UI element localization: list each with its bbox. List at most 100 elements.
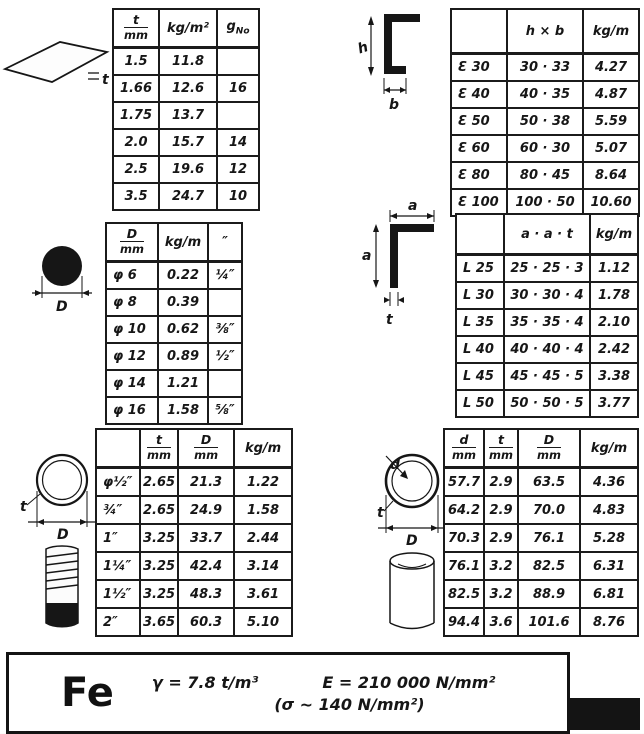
- header-weight: kg/m: [582, 8, 640, 55]
- table-cell: 1.22: [233, 466, 294, 497]
- pipe-inner-circle: [41, 459, 83, 501]
- table-cell: L 25: [455, 253, 505, 283]
- header-dimensions: h × b: [506, 8, 584, 55]
- table-cell: 1.58: [233, 495, 294, 525]
- header-gauge: gNo: [216, 8, 260, 49]
- table-cell: L 45: [455, 362, 505, 391]
- table-cell: 11.8: [158, 46, 218, 76]
- table-cell: 63.5: [517, 466, 581, 497]
- table-cell: 4.27: [582, 52, 640, 82]
- threaded-pipe-sketch: t D: [20, 453, 96, 628]
- table-cell: 2.9: [483, 466, 519, 497]
- table-cell: 3.65: [138, 607, 180, 637]
- header-row: a · a · t kg/m: [455, 213, 639, 256]
- table-cell: 10: [216, 182, 260, 211]
- table-cell: 21.3: [177, 466, 236, 497]
- table-cell: 76.1: [443, 551, 485, 581]
- table-cell: 35 · 35 · 4: [503, 308, 591, 337]
- table-cell: 70.0: [517, 495, 581, 525]
- angle-thickness-label: t: [386, 312, 394, 328]
- table-cell: φ½″: [95, 466, 141, 497]
- table-cell: Ɛ 100: [450, 188, 508, 217]
- table-cell: 12: [216, 155, 260, 184]
- table-cell: 2.5: [112, 155, 160, 184]
- table-cell: 3.77: [589, 389, 639, 418]
- round-diameter-label: D: [56, 299, 68, 314]
- table-cell: 3.25: [138, 523, 180, 553]
- table-cell: 0.89: [157, 342, 209, 371]
- modulus-formula: E = 210 000 N/mm²: [322, 672, 496, 692]
- table-cell: L 50: [455, 389, 505, 418]
- table-cell: 16: [216, 74, 260, 103]
- table-cell: 100 · 50: [506, 188, 584, 217]
- pipe-inner-diameter-label: d: [390, 457, 401, 473]
- table-cell: ⅜″: [207, 315, 243, 344]
- table-cell: 19.6: [158, 155, 218, 184]
- table-cell: 1.75: [112, 101, 160, 130]
- header-inches: ″: [207, 222, 243, 263]
- channel-height-label: h: [358, 39, 370, 57]
- table-cell: φ 16: [105, 396, 159, 425]
- table-cell: Ɛ 80: [450, 161, 508, 190]
- header-weight: kg/m: [589, 213, 639, 256]
- header-weight: kg/m: [579, 428, 639, 469]
- table-cell: φ 6: [105, 260, 159, 290]
- table-cell: 6.31: [579, 551, 639, 581]
- header-weight: kg/m: [233, 428, 294, 469]
- channel-section-shape: [384, 14, 420, 74]
- table-cell: 1.12: [589, 253, 639, 283]
- table-cell: [207, 369, 243, 398]
- table-cell: 2.65: [138, 466, 180, 497]
- table-cell: 12.6: [158, 74, 218, 103]
- table-cell: 1½″: [95, 579, 141, 609]
- header-dimensions: a · a · t: [503, 213, 591, 256]
- table-cell: 2.9: [483, 523, 519, 553]
- table-cell: 2.65: [138, 495, 180, 525]
- table-cell: 3.5: [112, 182, 160, 211]
- channel-width-label: b: [389, 97, 399, 113]
- table-cell: 3.14: [233, 551, 294, 581]
- table-cell: 82.5: [443, 579, 485, 609]
- header-designation: [455, 213, 505, 256]
- table-cell: 3.2: [483, 551, 519, 581]
- table-cell: 80 · 45: [506, 161, 584, 190]
- table-cell: 94.4: [443, 607, 485, 637]
- angle-leg-side-label: a: [362, 248, 371, 264]
- table-cell: 0.22: [157, 260, 209, 290]
- table-cell: 3.2: [483, 579, 519, 609]
- table-cell: L 35: [455, 308, 505, 337]
- table-cell: 60 · 30: [506, 134, 584, 163]
- stress-note: (σ ~ 140 N/mm²): [274, 694, 425, 714]
- table-cell: Ɛ 40: [450, 80, 508, 109]
- table-cell: 5.07: [582, 134, 640, 163]
- table-cell: 76.1: [517, 523, 581, 553]
- table-cell: 13.7: [158, 101, 218, 130]
- round-bar-sketch: D: [32, 246, 92, 314]
- table-cell: 3.25: [138, 551, 180, 581]
- material-summary-box: Fe γ = 7.8 t/m³ E = 210 000 N/mm² (σ ~ 1…: [6, 652, 570, 734]
- table-cell: φ 14: [105, 369, 159, 398]
- table-cell: ¾″: [95, 495, 141, 525]
- table-cell: 45 · 45 · 5: [503, 362, 591, 391]
- table-cell: 3.6: [483, 607, 519, 637]
